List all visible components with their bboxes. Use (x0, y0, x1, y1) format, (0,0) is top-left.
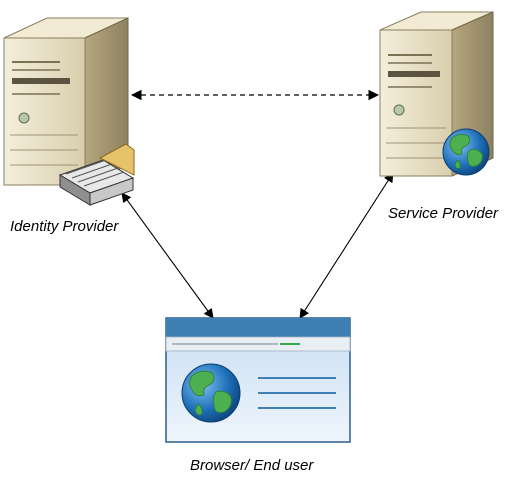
service-provider-label: Service Provider (388, 205, 499, 222)
book-icon (58, 143, 135, 206)
browser-window-icon (165, 317, 351, 443)
globe-icon (442, 128, 490, 176)
identity-provider-label: Identity Provider (10, 218, 119, 235)
browser-globe-icon (181, 363, 241, 423)
edge-sp-browser (299, 172, 394, 319)
identity-provider-server-icon (3, 17, 129, 186)
service-provider-server-icon (379, 11, 494, 177)
edge-idp-browser (121, 192, 214, 319)
browser-label: Browser/ End user (190, 457, 314, 474)
